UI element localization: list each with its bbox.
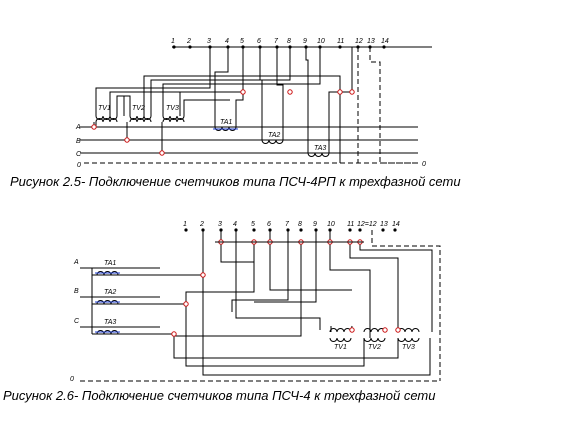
d1-terminal-label: 9	[303, 38, 307, 45]
d1-terminal-label: 1	[171, 38, 175, 45]
phase-label-a-1: A	[75, 124, 81, 131]
d2-terminal-label: 6	[267, 221, 271, 228]
junction-dots-2	[171, 239, 401, 337]
phase-label-c-2: C	[74, 318, 80, 325]
d1-terminal-label: 2	[186, 38, 191, 45]
ta1-label-1: TA1	[220, 119, 232, 126]
tv3-label-2: TV3	[402, 344, 415, 351]
phase-label-b-2: B	[74, 288, 79, 295]
d2-terminal-label: 9	[313, 221, 317, 228]
d1-terminal-label: 13	[367, 38, 375, 45]
d2-terminal-label: 14	[392, 221, 400, 228]
d2-terminal-label: 1	[183, 221, 187, 228]
current-transformer-ta1-1: TA1	[213, 119, 238, 131]
d1-terminal-label: 5	[240, 38, 244, 45]
tv3-label-1: TV3	[166, 105, 179, 112]
wires-1	[93, 47, 418, 164]
tv1-label-1: TV1	[98, 105, 111, 112]
d2-terminal-label: 3	[218, 221, 222, 228]
current-transformer-ta2-1: TA2	[261, 132, 284, 144]
voltage-transformer-tv1-2: TV1	[329, 328, 352, 351]
current-transformer-ta3-1: TA3	[307, 145, 330, 157]
d1-terminal-label: 8	[287, 38, 291, 45]
d2-terminal-pin	[393, 228, 397, 232]
d2-terminal-label: 12=12	[357, 221, 377, 228]
ta2-label-1: TA2	[268, 132, 280, 139]
tv2-label-1: TV2	[132, 105, 145, 112]
d1-terminal-label: 7	[274, 38, 279, 45]
d2-terminal-label: 8	[298, 221, 302, 228]
d1-terminal-label: 11	[337, 38, 344, 45]
ta3-label-1: TA3	[314, 145, 326, 152]
neutral-label-right-1: 0	[422, 161, 426, 168]
phase-label-c-1: C	[76, 151, 82, 158]
d2-terminal-pin	[299, 228, 303, 232]
ta2-label-2: TA2	[104, 289, 116, 296]
d2-terminal-label: 10	[327, 221, 335, 228]
d1-terminal-pin	[188, 45, 192, 49]
voltage-transformer-tv3-1: TV3	[162, 105, 185, 123]
d1-terminal-label: 4	[225, 38, 229, 45]
d1-terminal-pin	[338, 45, 342, 49]
ta1-label-2: TA1	[104, 260, 116, 267]
wires-2	[91, 230, 441, 381]
d2-terminal-label: 4	[233, 221, 237, 228]
tv1-label-2: TV1	[334, 344, 347, 351]
caption-figure-2-6: Рисунок 2.6- Подключение счетчиков типа …	[3, 388, 436, 403]
voltage-transformer-tv3-2: TV3	[397, 328, 420, 351]
d2-terminal-pin	[381, 228, 385, 232]
d1-terminal-pin	[382, 45, 386, 49]
d1-terminal-label: 3	[207, 38, 211, 45]
d1-terminal-label: 12	[355, 38, 363, 45]
d1-terminal-label: 10	[317, 38, 325, 45]
d1-terminal-label: 14	[381, 38, 389, 45]
neutral-label-1: 0	[77, 162, 81, 169]
d2-terminal-label: 11	[347, 221, 354, 228]
d2-terminal-pin	[184, 228, 188, 232]
d2-terminal-label: 13	[380, 221, 388, 228]
neutral-label-2: 0	[70, 376, 74, 383]
current-transformer-ta3-2: TA3	[95, 319, 120, 335]
caption-figure-2-5: Рисунок 2.5- Подключение счетчиков типа …	[10, 174, 461, 189]
phase-label-b-1: B	[76, 138, 81, 145]
d1-terminal-pin	[172, 45, 176, 49]
junction-dots-1	[91, 89, 355, 156]
tv2-label-2: TV2	[368, 344, 381, 351]
d2-terminal-pin	[252, 228, 256, 232]
current-transformer-ta1-2: TA1	[95, 260, 120, 276]
voltage-transformer-tv2-1: TV2	[129, 105, 152, 123]
d2-terminal-pin	[348, 228, 352, 232]
voltage-transformer-tv2-2: TV2	[363, 328, 386, 351]
voltage-transformer-tv1-1: TV1	[95, 105, 118, 123]
d2-terminal-pin	[358, 228, 362, 232]
phase-label-a-2: A	[73, 259, 79, 266]
d2-terminal-label: 5	[251, 221, 255, 228]
current-transformer-ta2-2: TA2	[95, 289, 120, 305]
d1-terminal-label: 6	[257, 38, 261, 45]
d2-terminal-label: 7	[285, 221, 290, 228]
d2-terminal-label: 2	[199, 221, 204, 228]
ta3-label-2: TA3	[104, 319, 116, 326]
